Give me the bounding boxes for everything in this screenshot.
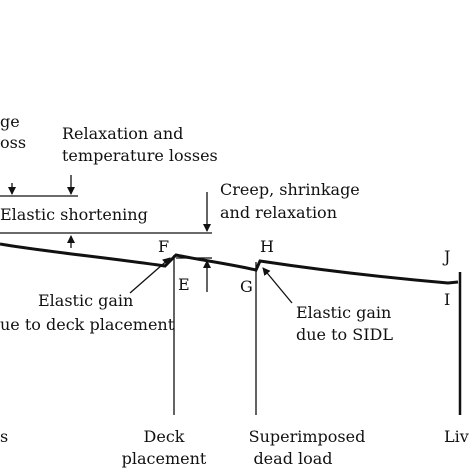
creep-label-line1: Creep, shrinkage xyxy=(220,180,360,199)
point-i-label: I xyxy=(444,290,450,309)
sidl-axis-label-line2: dead load xyxy=(253,449,332,468)
prestress-curve xyxy=(0,242,459,285)
sidl-gain-leader xyxy=(262,267,293,304)
deck-placement-axis-label-line1: Deck xyxy=(144,427,185,446)
relaxation-label-line1: Relaxation and xyxy=(62,124,183,143)
point-e-label: E xyxy=(178,275,190,294)
sidl-axis-label-line1: Superimposed xyxy=(249,427,366,446)
sidl-gain-label-line1: Elastic gain xyxy=(296,303,391,322)
deck-gain-leader xyxy=(129,257,171,294)
live-load-axis-label-fragment: Liv xyxy=(444,427,469,446)
loss-label-fragment: oss xyxy=(0,133,26,152)
point-h-label: H xyxy=(260,237,274,256)
point-g-label: G xyxy=(240,277,253,296)
deck-placement-axis-label-line2: placement xyxy=(122,449,207,468)
deck-gain-label-line2: ue to deck placement xyxy=(0,315,175,334)
elastic-shortening-label: Elastic shortening xyxy=(0,205,148,224)
axis-label-fragment: s xyxy=(0,427,8,446)
point-f-label: F xyxy=(158,237,169,256)
relaxation-label-line2: temperature losses xyxy=(62,146,218,165)
sidl-gain-label-line2: due to SIDL xyxy=(296,325,393,344)
creep-label-line2: and relaxation xyxy=(220,203,337,222)
deck-gain-label-line1: Elastic gain xyxy=(38,291,133,310)
point-j-label: J xyxy=(442,247,450,266)
shrinkage-label-fragment: ge xyxy=(0,112,20,131)
